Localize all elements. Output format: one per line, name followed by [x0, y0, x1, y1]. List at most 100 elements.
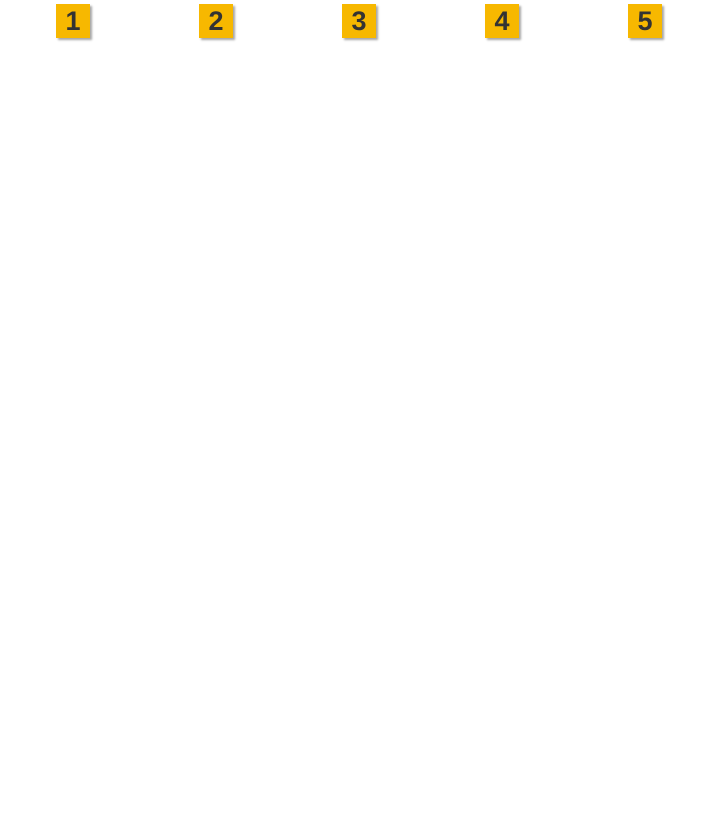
arrow-up-icon: [533, 478, 549, 502]
rotation-arrow-icon: [480, 458, 522, 476]
bottom-panel: [3, 432, 136, 823]
bottom-panel: [432, 432, 565, 823]
rig-body: [518, 235, 564, 249]
drill-rod: [67, 432, 77, 539]
mast: [69, 84, 76, 256]
drill-rod: [210, 432, 220, 615]
step-2: [146, 37, 279, 823]
ground-surface: [576, 556, 707, 561]
step-4-label: 4: [485, 4, 519, 38]
ground: [433, 556, 564, 822]
mast: [355, 84, 362, 256]
ground: [290, 260, 421, 425]
step-1-label: 1: [56, 4, 90, 38]
drill-rod: [639, 432, 649, 536]
top-panel: [146, 37, 279, 426]
drill-tip: [495, 686, 507, 694]
auger-flight: [486, 655, 516, 666]
concrete-column: [622, 554, 666, 806]
backstay: [644, 139, 671, 236]
stay: [651, 159, 655, 241]
stay: [79, 159, 83, 241]
rotation-arrow-icon: [194, 458, 236, 476]
step-3-label: 3: [342, 4, 376, 38]
mixed-soil: [193, 554, 237, 624]
kelly-bar: [347, 59, 356, 256]
top-panel: [3, 37, 136, 426]
arrow-down-icon: [249, 478, 265, 502]
rotary-head: [211, 118, 220, 128]
step-4: [432, 37, 565, 823]
backstay: [501, 139, 528, 236]
top-panel: [575, 37, 708, 426]
kelly-bar: [61, 59, 70, 256]
backstay: [358, 139, 385, 236]
ground: [147, 260, 278, 425]
crawler-track: [649, 249, 703, 259]
mast: [498, 84, 505, 256]
drill-rod: [496, 432, 506, 687]
step-3: [289, 37, 422, 823]
pile: [640, 259, 648, 418]
ground-surface: [290, 556, 421, 561]
ground-surface: [433, 556, 564, 561]
rig-body: [232, 235, 278, 249]
concrete-column: [479, 628, 523, 810]
auger-flight: [57, 507, 87, 518]
rotation-arrow-icon: [337, 458, 379, 476]
rotary-head: [497, 118, 506, 128]
mast: [212, 84, 219, 256]
ground: [290, 556, 421, 822]
auger-flight: [629, 504, 659, 515]
pile: [354, 259, 362, 418]
step-2-label: 2: [199, 4, 233, 38]
auger-flight: [200, 583, 230, 594]
ground: [433, 260, 564, 425]
bottom-panel: [146, 432, 279, 823]
ground-surface: [4, 556, 135, 561]
mixed-soil: [479, 548, 523, 628]
auger-flight: [343, 773, 373, 784]
ground: [4, 260, 135, 425]
crawler-track: [506, 249, 560, 259]
stay: [365, 159, 369, 241]
step-1: [3, 37, 136, 823]
bottom-panel: [289, 432, 422, 823]
ground: [147, 556, 278, 822]
backstay: [215, 139, 242, 236]
drill-tip: [209, 614, 221, 622]
rotary-head: [640, 118, 649, 128]
stay: [222, 159, 226, 241]
rig-body: [661, 235, 707, 249]
rig-body: [375, 235, 421, 249]
ground-surface: [147, 556, 278, 561]
crawler-track: [77, 249, 131, 259]
kelly-bar: [633, 59, 642, 256]
rig-body: [89, 235, 135, 249]
kelly-bar: [204, 59, 213, 256]
crawler-track: [220, 249, 274, 259]
top-panel: [432, 37, 565, 426]
rotary-head: [354, 118, 363, 128]
bottom-panel: [575, 432, 708, 823]
ground: [4, 556, 135, 822]
drill-rod: [353, 432, 363, 805]
drill-tip: [66, 538, 78, 546]
mast: [641, 84, 648, 256]
ground: [576, 556, 707, 822]
crawler-track: [363, 249, 417, 259]
drill-tip: [352, 804, 364, 812]
mixed-soil: [336, 546, 380, 808]
rotary-head: [68, 118, 77, 128]
step-5-label: 5: [628, 4, 662, 38]
kelly-bar: [490, 59, 499, 256]
pile: [497, 259, 505, 418]
pile: [211, 259, 219, 280]
stay: [508, 159, 512, 241]
backstay: [72, 139, 99, 236]
ground: [576, 260, 707, 425]
top-panel: [289, 37, 422, 426]
step-5: [575, 37, 708, 823]
